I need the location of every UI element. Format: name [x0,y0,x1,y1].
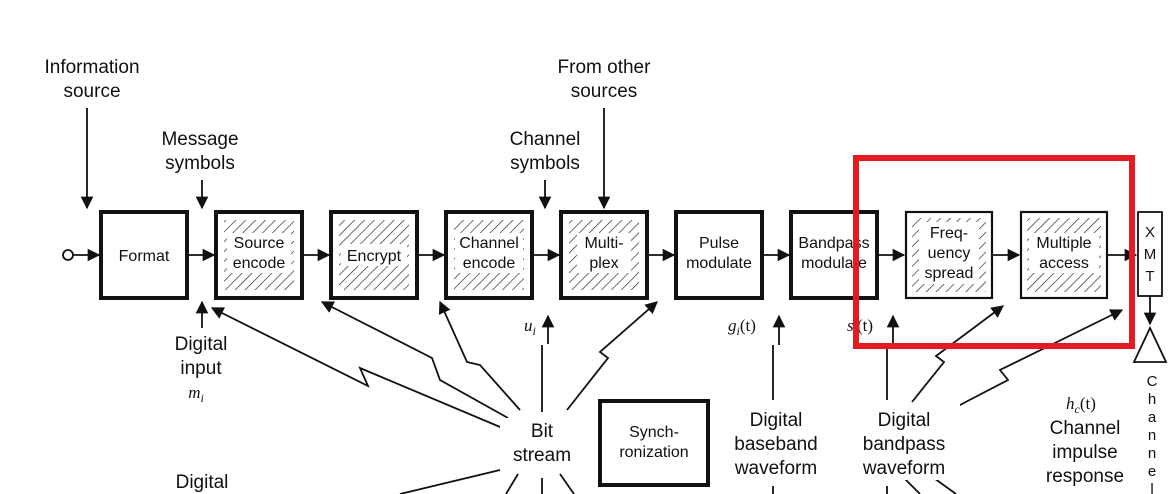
block-pulse-modulate: Pulse modulate [674,210,764,300]
top-input-arrows [80,108,611,210]
label-bit-stream-line1: Bit [531,421,554,442]
label-from-other-sources-line1: From other [558,57,652,78]
block-bandpass-modulate-line2: modulate [801,255,867,272]
label-digital-input-symbol: mi [188,383,204,405]
block-synchronization-line1: Synch- [629,424,679,441]
svg-text:e: e [1148,463,1156,480]
svg-text:l: l [1150,481,1153,494]
block-multiplex: Multi- plex [559,210,649,300]
label-message-symbols-line1: Message [161,129,238,150]
label-digital-bandpass-line1: Digital [878,410,931,431]
xmt-letter-x: X [1145,224,1155,241]
bottom-vertical-arrows [195,300,900,494]
block-format: Format [99,210,189,300]
label-digital-input-line1: Digital [175,334,228,355]
block-frequency-spread-line3: spread [925,265,974,282]
label-message-symbols-line2: symbols [165,153,235,174]
block-pulse-modulate-line1: Pulse [699,235,739,252]
label-h-c-t: hc(t) [1066,394,1096,416]
label-channel-impulse-line2: impulse [1052,442,1117,463]
block-synchronization: Synch- ronization [598,399,710,487]
block-multiplex-line1: Multi- [584,235,623,252]
label-g-i-t: gi(t) [728,316,756,338]
label-channel-symbols-line2: symbols [510,153,580,174]
block-pulse-modulate-line2: modulate [686,255,752,272]
block-frequency-spread-line1: Freq- [930,225,968,242]
highlight-box [853,155,1135,349]
label-digital-bandpass-line2: bandpass [863,434,945,455]
svg-text:h: h [1148,391,1156,408]
input-terminal [62,249,74,261]
label-from-other-sources-line2: sources [571,81,638,102]
block-channel-encode-line2: encode [463,255,516,272]
label-channel-vertical: C h a n n e l [1147,373,1158,494]
svg-text:n: n [1148,427,1156,444]
block-xmt: X M T [1137,211,1163,297]
label-s-i-t: si(t) [847,316,873,338]
block-source-encode-line2: encode [233,255,286,272]
block-channel-encode: Channel encode [444,210,534,300]
block-multiplex-line2: plex [589,255,618,272]
block-encrypt-label: Encrypt [347,248,402,265]
xmt-letter-t: T [1145,268,1154,285]
label-digital-input-line2: input [180,358,222,379]
antenna-icon [1132,296,1168,363]
label-channel-impulse-line3: response [1046,466,1124,487]
block-source-encode: Source encode [214,210,304,300]
block-frequency-spread-line2: uency [928,245,971,262]
block-frequency-spread: Freq- uency spread [904,210,994,300]
label-bit-stream-line2: stream [513,445,571,466]
block-multiple-access-line1: Multiple [1036,235,1091,252]
block-multiple-access-line2: access [1039,255,1089,272]
label-u-i: ui [524,316,536,338]
block-bandpass-modulate-line1: Bandpass [798,235,869,252]
label-digital-baseband-line2: baseband [734,434,817,455]
block-multiple-access: Multiple access [1019,210,1109,300]
label-channel-impulse-line1: Channel [1050,418,1121,439]
block-synchronization-line2: ronization [619,444,688,461]
svg-text:a: a [1148,409,1157,426]
label-digital-bandpass-line3: waveform [862,458,945,479]
label-digital-baseband-line3: waveform [734,458,817,479]
block-format-label: Format [119,248,170,265]
label-channel-symbols-line1: Channel [510,129,581,150]
label-digital-bottom: Digital [176,472,229,493]
sync-zigzag-arrows [210,300,1124,494]
block-encrypt: Encrypt [329,210,419,300]
svg-text:n: n [1148,445,1156,462]
label-digital-baseband-line1: Digital [750,410,803,431]
xmt-letter-m: M [1144,246,1157,263]
svg-text:C: C [1147,373,1158,390]
label-information-source-line2: source [63,81,120,102]
label-information-source-line1: Information [44,57,139,78]
block-source-encode-line1: Source [234,235,285,252]
block-bandpass-modulate: Bandpass modulate [789,210,879,300]
block-channel-encode-line1: Channel [459,235,519,252]
